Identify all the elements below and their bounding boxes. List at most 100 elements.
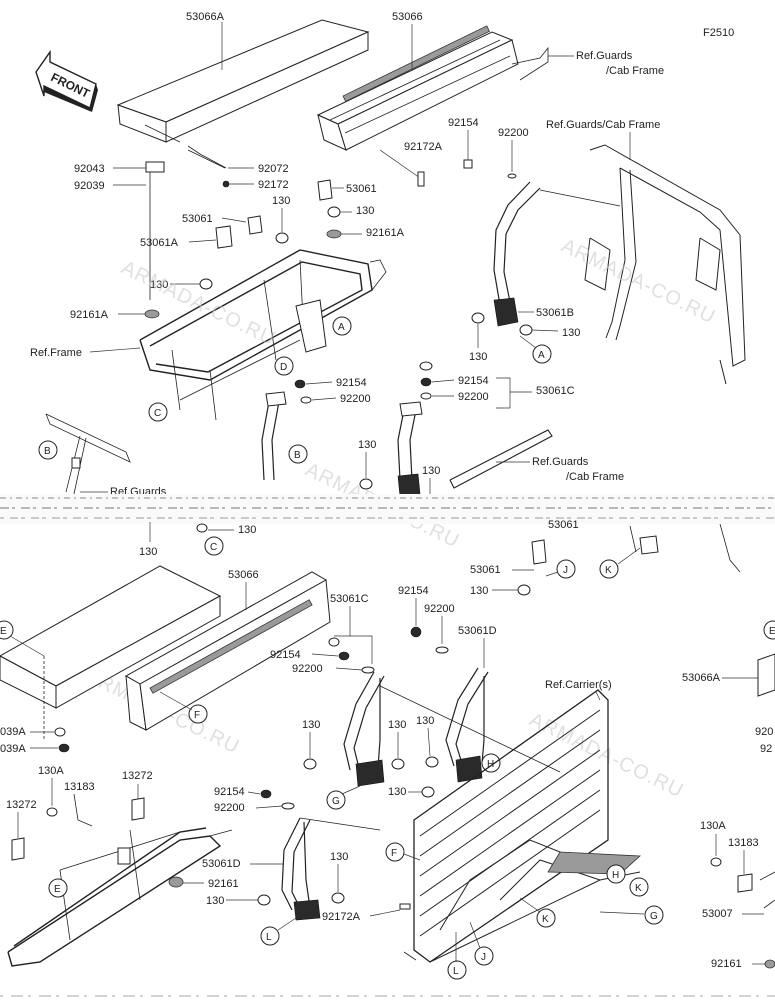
seat-frame-upper	[139, 249, 387, 421]
label-92172: 92172	[258, 179, 289, 191]
callout-G-carrier: G	[650, 911, 658, 922]
callout-B-mid: B	[294, 450, 301, 461]
label-53061C-b: 53061C	[330, 593, 369, 605]
label-53066A-b: 53066A	[682, 672, 721, 684]
label-130-k: 130	[302, 719, 320, 731]
label-130-n: 130	[388, 786, 406, 798]
callout-C-lower: C	[210, 542, 217, 553]
label-53007: 53007	[702, 908, 733, 920]
label-130-c: 130	[150, 279, 168, 291]
label-130-j: 130	[470, 585, 488, 597]
watermark-1: ARMADA-CO.RU	[118, 257, 279, 351]
label-92154-a: 92154	[448, 117, 479, 129]
label-92043: 92043	[74, 163, 105, 175]
label-130A-b: 130A	[700, 820, 726, 832]
callout-B-left: B	[44, 446, 51, 457]
label-130-a-up: 130	[356, 205, 374, 217]
label-92154-b: 92154	[336, 377, 367, 389]
callout-L-bottom: L	[266, 932, 272, 943]
seat-cushion-lower	[0, 565, 222, 709]
label-53066A-top: 53066A	[186, 11, 225, 23]
seat-frame-lower	[7, 827, 233, 967]
label-92161A-a: 92161A	[366, 227, 405, 239]
label-92154-e: 92154	[398, 585, 429, 597]
label-ref-guards-cab-right: Ref.Guards/Cab Frame	[546, 119, 660, 131]
seat-belt-lower-right	[445, 667, 489, 783]
label-53066-top: 53066	[392, 11, 423, 23]
callout-J-lower: J	[481, 952, 486, 963]
front-arrow-icon: FRONT	[35, 49, 98, 112]
callout-A-left: A	[338, 322, 345, 333]
callout-J-upper: J	[563, 565, 568, 576]
callout-G-left: G	[332, 796, 340, 807]
callout-K-upper: K	[605, 565, 612, 576]
label-130-g: 130	[422, 465, 440, 477]
seat-back-top	[316, 25, 519, 151]
label-92161-b: 92161	[711, 958, 742, 970]
callout-D-upper: D	[280, 362, 287, 373]
label-130A-a: 130A	[38, 765, 64, 777]
label-53061B: 53061B	[536, 307, 574, 319]
label-cab-frame-mid: /Cab Frame	[566, 471, 624, 483]
label-130-b: 130	[272, 195, 290, 207]
label-92200-e: 92200	[424, 603, 455, 615]
label-92161: 92161	[208, 878, 239, 890]
watermark-5: ARMADA-CO.RU	[526, 709, 687, 803]
label-92200-f: 92200	[214, 802, 245, 814]
callout-L-carrier: L	[453, 966, 459, 977]
callout-F-carrier: F	[391, 848, 397, 859]
label-130-p: 130	[330, 851, 348, 863]
label-53061A: 53061A	[140, 237, 179, 249]
label-039A-a: 039A	[0, 726, 26, 738]
callout-E-right: E	[769, 626, 775, 637]
watermark-2: ARMADA-CO.RU	[558, 235, 719, 329]
label-92039: 92039	[74, 180, 105, 192]
label-53066-b: 53066	[228, 569, 259, 581]
label-130-d: 130	[562, 327, 580, 339]
label-920-a: 920	[755, 726, 773, 738]
label-92172A-top: 92172A	[404, 141, 443, 153]
guards-left	[45, 413, 131, 495]
label-53061-b: 53061	[182, 213, 213, 225]
seat-belt-upper-right	[493, 181, 621, 327]
label-13272-b: 13272	[6, 799, 37, 811]
cab-frame-upper	[584, 144, 746, 385]
seat-belt-upper-left	[261, 391, 287, 481]
scan-seam	[0, 494, 775, 524]
label-130-m: 130	[416, 715, 434, 727]
label-ref-frame: Ref.Frame	[30, 347, 82, 359]
label-13183-b: 13183	[728, 837, 759, 849]
label-13183-a: 13183	[64, 781, 95, 793]
callout-H-carrier: H	[612, 870, 619, 881]
carrier-frame	[403, 689, 641, 963]
label-ref-guards-top: Ref.Guards	[576, 50, 633, 62]
label-130-i: 130	[139, 546, 157, 558]
label-92200-d: 92200	[292, 663, 323, 675]
figure-code: F2510	[703, 27, 734, 39]
seat-belt-bottom	[281, 817, 381, 921]
callout-K-mid: K	[635, 883, 642, 894]
label-92072: 92072	[258, 163, 289, 175]
label-92200-c: 92200	[458, 391, 489, 403]
label-cab-frame-top: /Cab Frame	[606, 65, 664, 77]
label-92172A-b: 92172A	[322, 911, 361, 923]
label-ref-carrier: Ref.Carrier(s)	[545, 679, 612, 691]
label-92154-f: 92154	[214, 786, 245, 798]
label-53061-a: 53061	[346, 183, 377, 195]
label-53061C-a: 53061C	[536, 385, 575, 397]
callout-E-upper: E	[0, 626, 7, 637]
seat-belt-middle	[397, 401, 423, 497]
label-130-e: 130	[469, 351, 487, 363]
label-ref-guards-mid: Ref.Guards	[532, 456, 589, 468]
label-53061-c: 53061	[470, 564, 501, 576]
label-53061D-a: 53061D	[458, 625, 497, 637]
label-130-f: 130	[358, 439, 376, 451]
seat-belt-lower-middle	[343, 671, 561, 787]
label-92154-d: 92154	[270, 649, 301, 661]
label-13272-a: 13272	[122, 770, 153, 782]
label-53061-cut: 53061	[548, 519, 579, 531]
label-92200-b: 92200	[340, 393, 371, 405]
label-53061D-b: 53061D	[202, 858, 241, 870]
seat-back-lower	[124, 571, 331, 731]
